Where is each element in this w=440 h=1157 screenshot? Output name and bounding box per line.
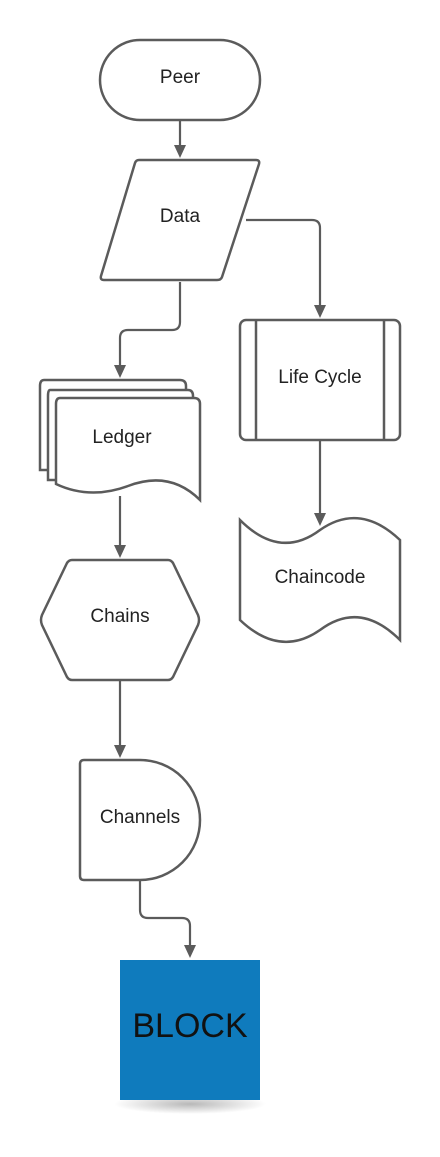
- data-label: Data: [160, 206, 201, 227]
- connector-channels-to-block: [138, 880, 196, 958]
- chains-node[interactable]: Chains: [39, 558, 201, 682]
- channels-node[interactable]: Channels: [78, 758, 202, 882]
- life-cycle-node[interactable]: Life Cycle: [238, 318, 402, 442]
- channels-label: Channels: [100, 807, 180, 828]
- chains-label: Chains: [90, 606, 149, 627]
- peer-node[interactable]: Peer: [98, 38, 262, 122]
- connector-data-to-ledger: [114, 282, 182, 378]
- connector-ledger-to-chains: [114, 496, 126, 558]
- chaincode-node[interactable]: Chaincode: [238, 516, 402, 644]
- life-cycle-label: Life Cycle: [278, 367, 361, 388]
- block-label: BLOCK: [132, 1007, 248, 1045]
- block-box: [120, 960, 260, 1100]
- ledger-label: Ledger: [92, 427, 152, 448]
- connector-life-cycle-to-chaincode: [314, 440, 326, 526]
- connector-peer-to-data: [174, 121, 186, 158]
- connector-chains-to-channels: [114, 680, 126, 758]
- ledger-node[interactable]: Ledger: [38, 378, 202, 504]
- peer-label: Peer: [160, 67, 201, 88]
- data-node[interactable]: Data: [99, 158, 261, 282]
- block-node[interactable]: BLOCK: [114, 960, 266, 1114]
- connector-data-to-life-cycle: [246, 218, 326, 318]
- chaincode-label: Chaincode: [275, 567, 366, 588]
